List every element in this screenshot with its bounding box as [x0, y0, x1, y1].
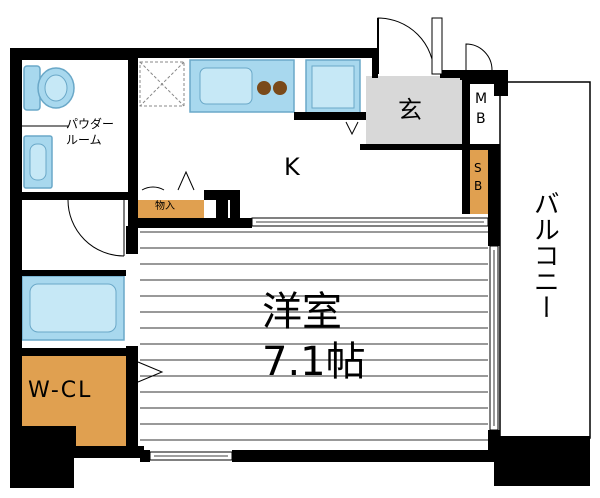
storage-area [138, 200, 204, 218]
western-room-floor [140, 231, 488, 441]
entrance-area [366, 76, 462, 144]
bathtub-icon [21, 275, 125, 341]
balcony-area [494, 76, 591, 486]
balcony-label: バルコニー [529, 190, 560, 320]
toilet-icon [23, 65, 75, 111]
shoe-box-label-2: B [474, 179, 483, 193]
meter-box-label-1: M [475, 91, 488, 107]
meter-box-label-2: B [476, 111, 486, 127]
fridge-icon [305, 59, 361, 115]
shoe-box-area [470, 150, 490, 214]
western-room-label-line2: 7.1帖 [262, 339, 366, 385]
shoe-box-label-1: S [474, 161, 482, 175]
entrance-label: 玄 [398, 96, 422, 124]
sink-icon [23, 135, 53, 189]
powder-room-label-line1: パウダー [66, 117, 115, 131]
walls [10, 48, 508, 488]
storage-label: 物入 [155, 201, 175, 212]
western-room-label-line1: 洋室 [262, 289, 342, 335]
windows [149, 217, 499, 461]
kitchen-label: K [284, 153, 300, 181]
door-swing-icon [67, 17, 493, 383]
walk-in-closet-label: W-CL [28, 378, 93, 403]
washer-icon [139, 61, 185, 107]
powder-room-label-line2: ルーム [66, 133, 102, 147]
stove-icon [257, 81, 287, 95]
kitchen-sink-icon [189, 59, 295, 113]
